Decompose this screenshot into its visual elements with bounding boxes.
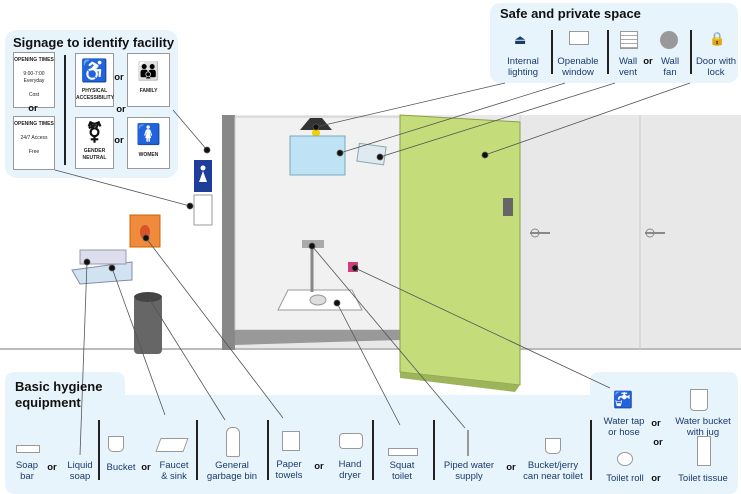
opening-times-card-free: OPENING TIMES 24/7 Access Free — [13, 116, 55, 170]
openable-window-icon — [569, 31, 589, 45]
sign-label: PHYSICAL ACCESSIBILITY — [76, 88, 115, 101]
or-label: or — [651, 418, 661, 429]
card-fee: Free — [28, 149, 40, 155]
card-heading: OPENING TIMES — [14, 57, 54, 63]
label-liquid-soap: Liquid soap — [67, 460, 93, 482]
divider — [196, 420, 198, 480]
card-hours: 24/7 Access — [20, 135, 48, 141]
divider — [267, 420, 269, 480]
door-lock-icon — [503, 198, 513, 216]
label-garbage-bin: General garbage bin — [206, 460, 258, 482]
paper-towels-icon — [282, 431, 300, 451]
wall-vent-icon — [620, 31, 638, 49]
wall-fan-icon — [660, 31, 678, 49]
water-tap-icon: 🚰 — [613, 392, 633, 409]
label-internal-lighting: Internal lighting — [507, 56, 539, 78]
label-door-with-lock: Door with lock — [695, 56, 737, 78]
hygiene-panel — [5, 372, 738, 494]
label-hand-dryer: Hand dryer — [338, 459, 362, 481]
divider — [98, 420, 100, 480]
hygiene-title: Basic hygiene equipment — [15, 379, 103, 410]
family-icon: 👪 — [137, 61, 160, 81]
sign-family: 👪 FAMILY — [127, 53, 170, 107]
opening-times-sign-icon — [193, 194, 213, 226]
water-bucket-jug-icon — [690, 389, 708, 411]
door — [399, 114, 521, 386]
divider — [372, 420, 374, 480]
door-lock-icon: 🔒 — [709, 31, 726, 46]
label-bucket: Bucket — [106, 462, 136, 473]
piped-water-icon — [467, 430, 469, 456]
divider — [607, 30, 609, 74]
label-toilet-tissue: Toilet tissue — [678, 473, 728, 484]
hand-dryer-icon — [339, 433, 363, 449]
or-label: or — [506, 462, 516, 473]
leader-lines — [54, 82, 691, 456]
divider — [690, 30, 692, 74]
label-squat-toilet: Squat toilet — [389, 460, 415, 482]
label-paper-towels: Paper towels — [275, 459, 303, 481]
label-piped-water: Piped water supply — [443, 460, 495, 482]
window-icon — [289, 135, 346, 176]
sink-icon — [71, 261, 133, 285]
or-label: or — [116, 104, 126, 115]
bucket-icon — [108, 436, 124, 452]
sign-physical-accessibility: ♿ PHYSICAL ACCESSIBILITY — [75, 53, 114, 107]
label-wall-fan: Wall fan — [660, 56, 680, 78]
divider — [551, 30, 553, 74]
toilet-tissue-icon — [697, 436, 711, 466]
or-label: or — [141, 462, 151, 473]
cubicle-floor-edge — [235, 330, 400, 345]
sign-label: GENDER NEUTRAL — [82, 148, 107, 161]
label-water-bucket: Water bucket with jug — [675, 416, 731, 438]
toilet-roll-icon — [617, 452, 633, 466]
cubicle-side-wall — [222, 115, 235, 350]
card-fee: Cost — [28, 92, 40, 98]
sign-label: WOMEN — [138, 152, 159, 158]
squat-toilet-icon — [388, 448, 418, 456]
or-label: or — [47, 462, 57, 473]
women-icon: 🚺 — [136, 124, 161, 146]
bucket-jerry-can-icon — [545, 438, 561, 454]
label-openable-window: Openable window — [557, 56, 599, 78]
sign-label: FAMILY — [139, 88, 158, 94]
label-soap-bar: Soap bar — [15, 460, 39, 482]
or-label: or — [653, 437, 663, 448]
or-label: or — [28, 103, 38, 114]
or-label: or — [314, 461, 324, 472]
soap-bar-icon — [16, 445, 40, 453]
or-label: or — [114, 72, 124, 83]
faucet-sink-icon — [155, 438, 189, 452]
or-label: or — [114, 135, 124, 146]
gender-neutral-icon: ⚧ — [86, 122, 103, 144]
opening-times-card-paid: OPENING TIMES 9:00-7:00 Everyday Cost — [13, 52, 55, 108]
card-heading: OPENING TIMES — [14, 121, 54, 127]
divider — [590, 420, 592, 480]
label-wall-vent: Wall vent — [618, 56, 638, 78]
label-bucket-jerry-can: Bucket/jerry can near toilet — [523, 460, 583, 482]
signage-title: Signage to identify facility — [13, 35, 175, 50]
wheelchair-icon: ♿ — [80, 58, 109, 83]
divider — [433, 420, 435, 480]
card-hours: 9:00-7:00 Everyday — [23, 71, 45, 84]
garbage-bin-icon — [134, 296, 162, 354]
or-label: or — [643, 56, 653, 67]
sign-gender-neutral: ⚧ GENDER NEUTRAL — [75, 117, 114, 169]
safety-title: Safe and private space — [500, 6, 641, 21]
garbage-bin-icon — [226, 427, 240, 457]
internal-lighting-icon: ⏏ — [514, 32, 527, 47]
sign-women: 🚺 WOMEN — [127, 117, 170, 169]
divider — [64, 55, 66, 165]
label-faucet-sink: Faucet & sink — [159, 460, 189, 482]
label-toilet-roll: Toilet roll — [606, 473, 644, 484]
label-water-tap: Water tap or hose — [603, 416, 645, 438]
or-label: or — [651, 473, 661, 484]
